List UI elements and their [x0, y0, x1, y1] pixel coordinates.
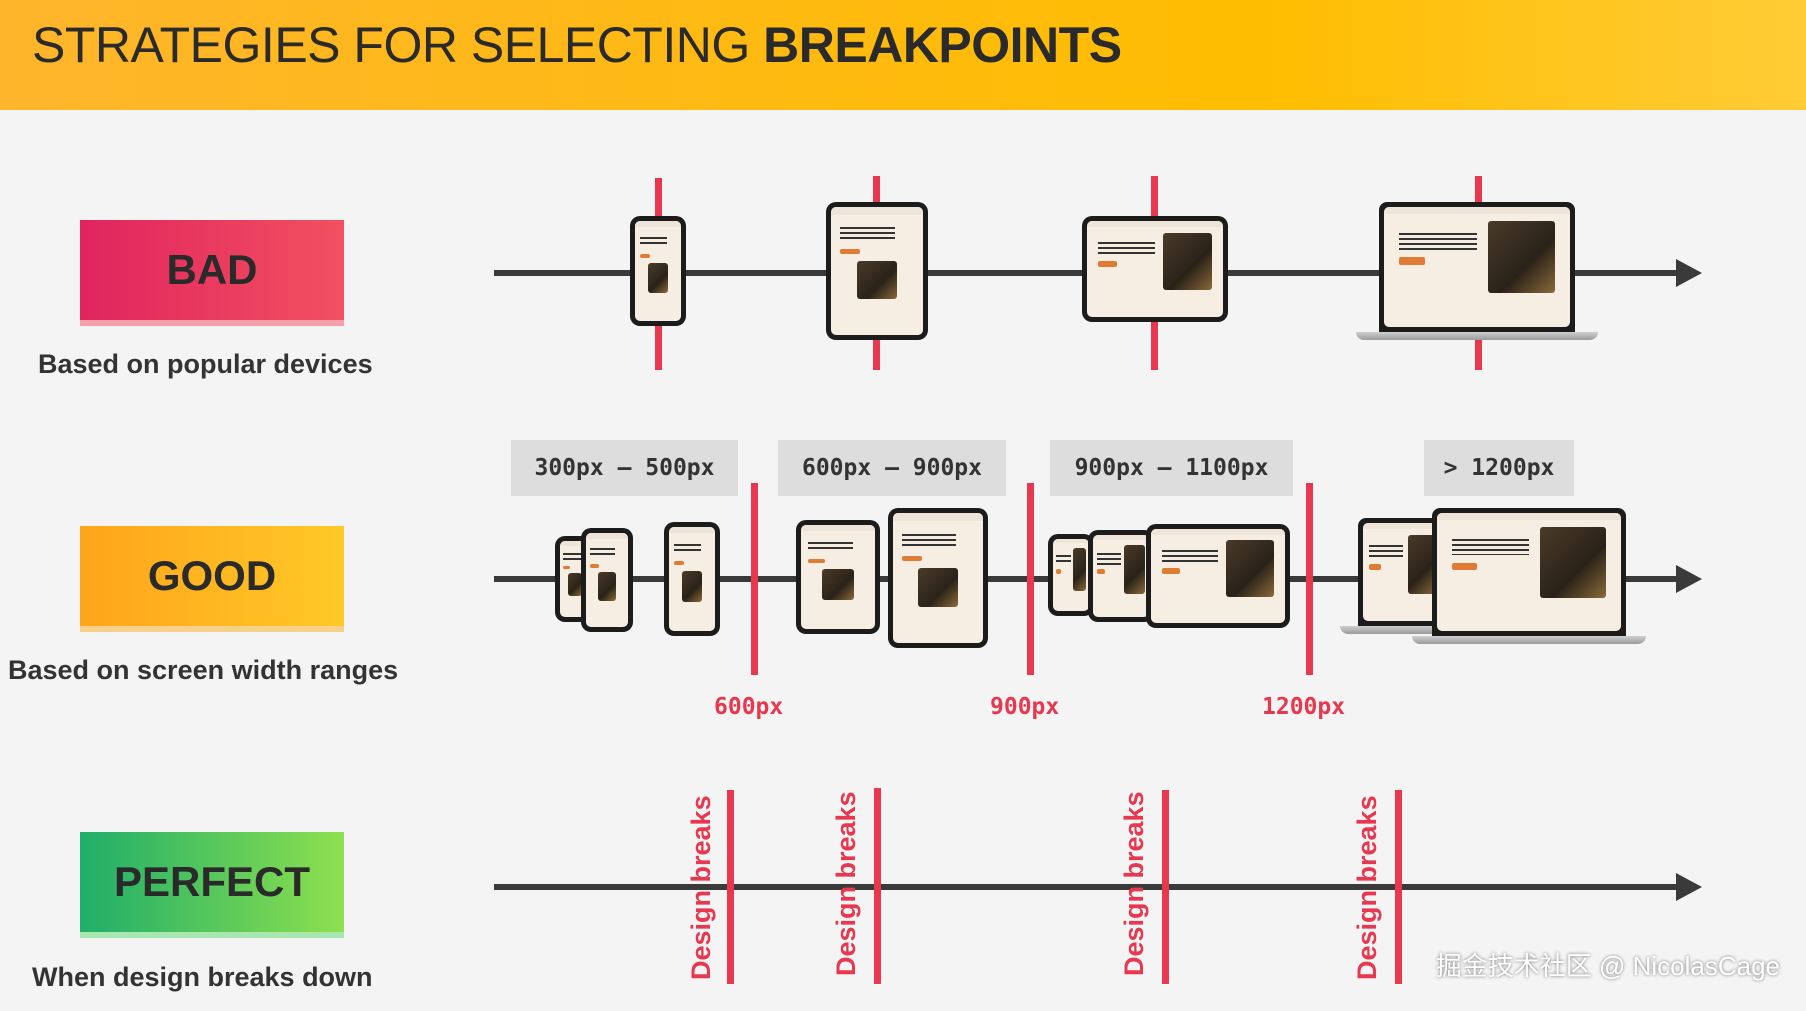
good-description: Based on screen width ranges [8, 655, 399, 685]
design-break-label-4: Design breaks [1352, 795, 1382, 980]
watermark: 掘金技术社区 @ NicolasCage [1435, 951, 1780, 981]
bad-axis-arrow-icon [1676, 259, 1702, 287]
breakpoint-line-900 [1027, 483, 1034, 675]
design-break-line-3 [1162, 790, 1169, 984]
bad-badge-shadow [80, 318, 344, 326]
landscape-tablet-icon [1048, 534, 1094, 616]
laptop-base [1340, 626, 1464, 634]
breakpoint-label-900: 900px [990, 694, 1060, 720]
good-badge-label: GOOD [147, 552, 277, 599]
tablet-icon [796, 520, 880, 634]
phone-icon [581, 528, 633, 632]
design-break-line-2 [874, 788, 881, 984]
perfect-badge-label: PERFECT [113, 858, 310, 905]
laptop-base [1412, 636, 1646, 644]
range-900-1100: 900px – 1100px [1050, 440, 1293, 496]
phone-icon [664, 522, 720, 636]
bad-badge: BAD [80, 220, 344, 320]
good-badge-shadow [80, 624, 344, 632]
design-break-line-4 [1395, 790, 1402, 984]
breakpoint-label-1200: 1200px [1262, 694, 1346, 720]
laptop-base [1356, 332, 1598, 340]
design-break-label-2: Design breaks [831, 791, 861, 976]
perfect-axis-arrow-icon [1676, 873, 1702, 901]
design-break-label-1: Design breaks [686, 795, 716, 980]
title-bold: BREAKPOINTS [763, 17, 1122, 73]
phone-icon [630, 216, 686, 326]
perfect-badge-shadow [80, 930, 344, 938]
tablet-icon [888, 508, 988, 648]
landscape-tablet-icon [1146, 524, 1290, 628]
range-300-500: 300px – 500px [511, 440, 738, 496]
bad-description: Based on popular devices [38, 349, 373, 379]
breakpoint-label-600: 600px [714, 694, 784, 720]
perfect-description: When design breaks down [32, 962, 373, 992]
good-axis-arrow-icon [1676, 565, 1702, 593]
landscape-tablet-icon [1088, 530, 1154, 622]
perfect-badge: PERFECT [80, 832, 344, 932]
header-banner: STRATEGIES FOR SELECTING BREAKPOINTS [0, 0, 1806, 110]
title-prefix: STRATEGIES FOR SELECTING [32, 17, 764, 73]
good-badge: GOOD [80, 526, 344, 626]
bad-badge-label: BAD [166, 246, 258, 293]
perfect-axis [494, 884, 1680, 890]
breakpoint-line-600 [751, 483, 758, 675]
range-600-900: 600px – 900px [778, 440, 1006, 496]
breakpoint-line-1200 [1306, 483, 1313, 675]
design-break-label-3: Design breaks [1119, 791, 1149, 976]
range-1200-plus: > 1200px [1424, 440, 1574, 496]
tablet-icon [826, 202, 928, 340]
page-title: STRATEGIES FOR SELECTING BREAKPOINTS [32, 16, 1122, 74]
laptop-icon [1379, 202, 1575, 332]
design-break-line-1 [727, 790, 734, 984]
laptop-icon [1432, 508, 1626, 636]
landscape-tablet-icon [1082, 216, 1228, 322]
